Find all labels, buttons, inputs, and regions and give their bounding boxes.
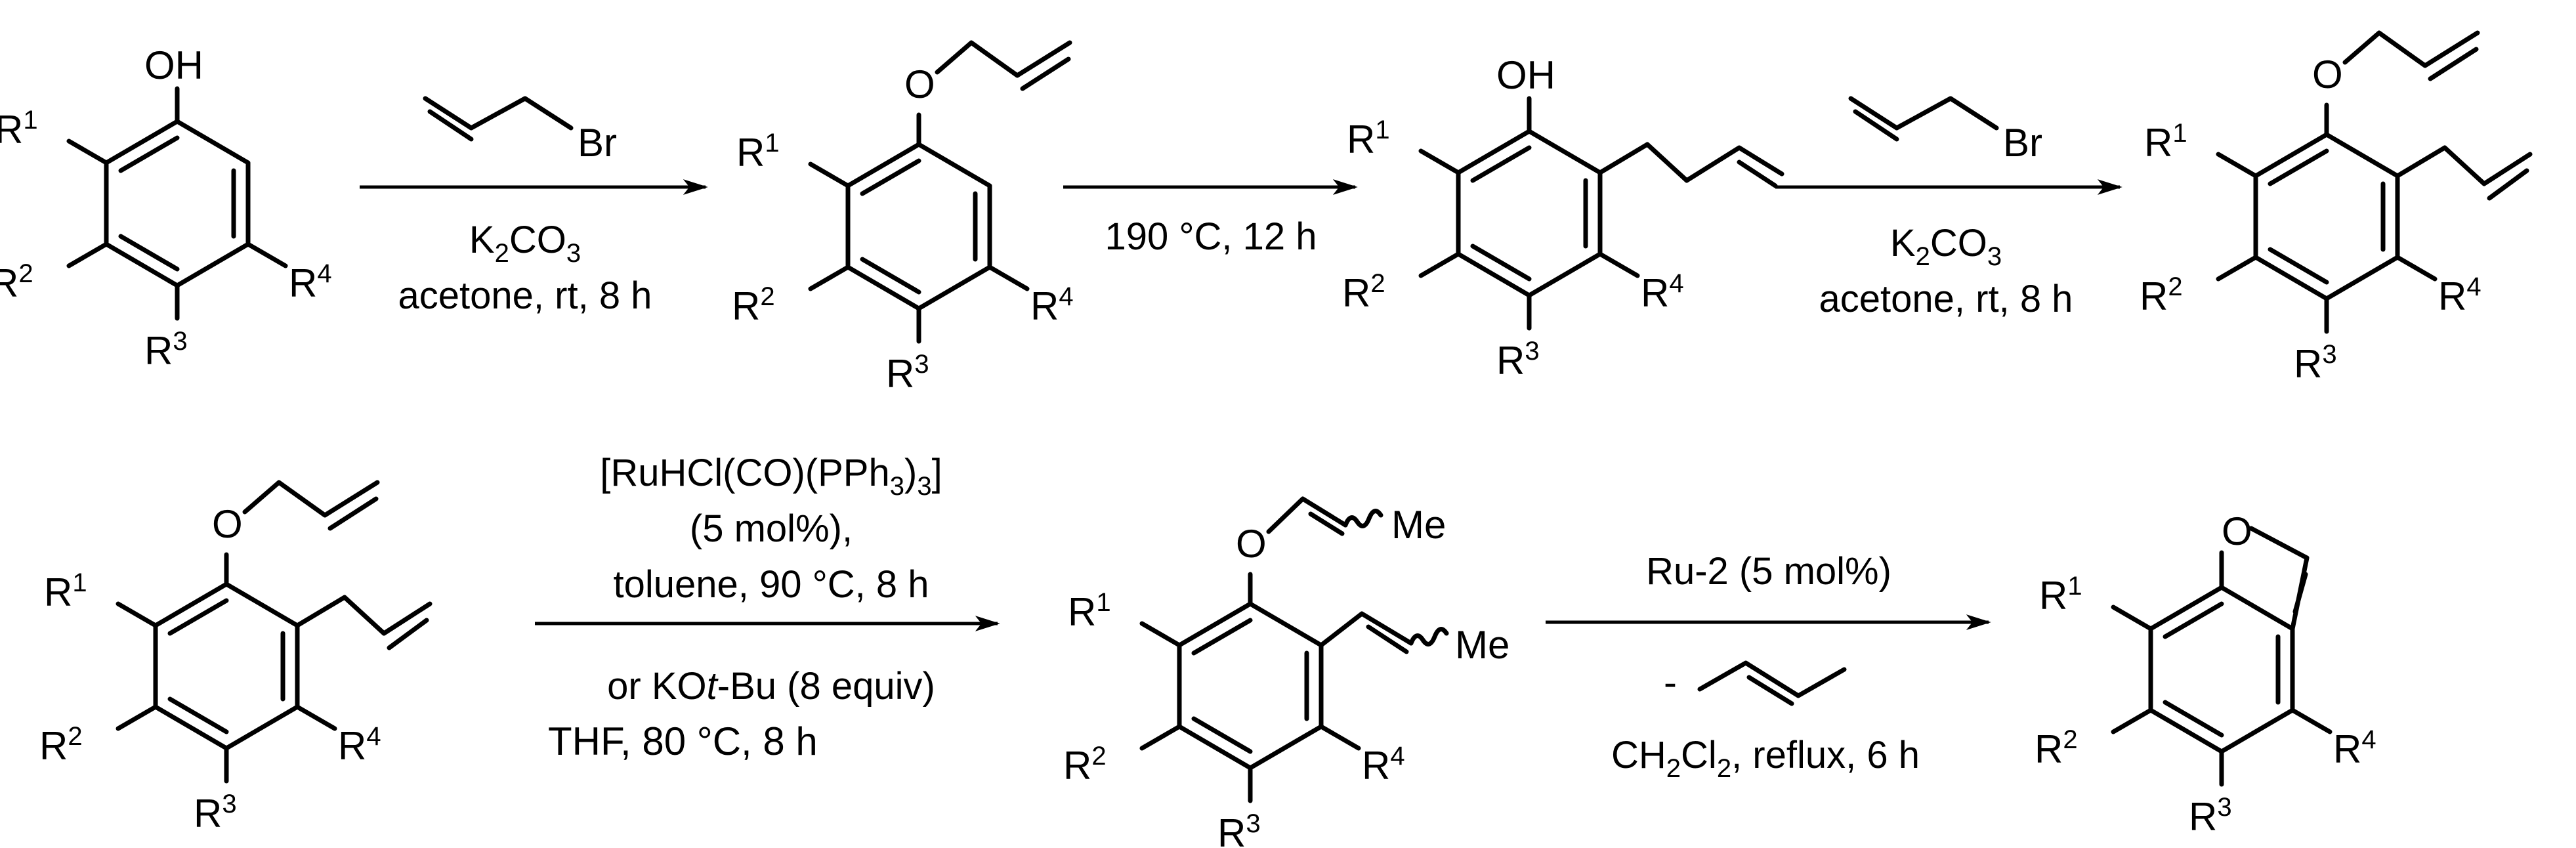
step-2-conditions: 190 °C, 12 h <box>1105 215 1317 258</box>
step-2-claisen: 190 °C, 12 h <box>1063 179 1358 258</box>
step-3-base: K2CO3 <box>1890 222 2002 271</box>
ether-oxygen-label-4: O <box>1236 522 1267 566</box>
allyl-bromide-reagent <box>423 96 574 131</box>
step-5-metathesis: Ru-2 (5 mol%) - CH2Cl2, reflux, 6 h <box>1546 550 1991 783</box>
step-3-allylation: Br K2CO3 acetone, rt, 8 h <box>1775 96 2122 320</box>
methyl-label-1: Me <box>1391 503 1446 547</box>
molecule-allyl-phenol: OH <box>1342 53 1784 383</box>
catalyst-loading: (5 mol%), <box>690 507 853 550</box>
ether-oxygen-label-2: O <box>2312 53 2343 96</box>
step-4-conditions-a: toluene, 90 °C, 8 h <box>613 563 929 606</box>
bromine-label: Br <box>578 121 617 165</box>
step-1-conditions: acetone, rt, 8 h <box>398 274 652 317</box>
hydroxyl-label-2: OH <box>1496 53 1555 97</box>
molecule-diallyl: O <box>2140 30 2533 386</box>
ether-oxygen-label: O <box>904 62 935 106</box>
ru-hydride-catalyst: [RuHCl(CO)(PPh3)3] <box>600 452 942 501</box>
step-1-base: K2CO3 <box>469 219 581 268</box>
methyl-label-2: Me <box>1455 623 1510 667</box>
alternative-base: or KOt-Bu (8 equiv) <box>607 665 935 708</box>
molecule-allyl-ether: O <box>732 40 1074 396</box>
step-3-conditions: acetone, rt, 8 h <box>1819 278 2073 320</box>
molecule-dipropenyl: O Me Me <box>1063 496 1510 848</box>
ru-2-catalyst: Ru-2 (5 mol%) <box>1646 550 1891 593</box>
molecule-phenol: OH <box>0 43 332 373</box>
molecule-benzofuran: O <box>2035 509 2376 839</box>
furan-oxygen-label: O <box>2222 509 2252 553</box>
molecule-diallyl-start: O <box>39 480 433 836</box>
bromine-label-2: Br <box>2003 121 2042 165</box>
step-4-isomerization: [RuHCl(CO)(PPh3)3] (5 mol%), toluene, 90… <box>535 452 1000 763</box>
minus-sign: - <box>1664 660 1677 704</box>
butene-byproduct <box>1697 660 1847 698</box>
allyl-bromide-reagent-2 <box>1848 96 1999 131</box>
step-5-conditions: CH2Cl2, reflux, 6 h <box>1611 734 1920 783</box>
step-1-allylation: Br K2CO3 acetone, rt, 8 h <box>360 96 708 317</box>
ether-oxygen-label-3: O <box>212 502 243 546</box>
step-4-conditions-b: THF, 80 °C, 8 h <box>548 719 818 763</box>
hydroxyl-label: OH <box>144 43 203 87</box>
